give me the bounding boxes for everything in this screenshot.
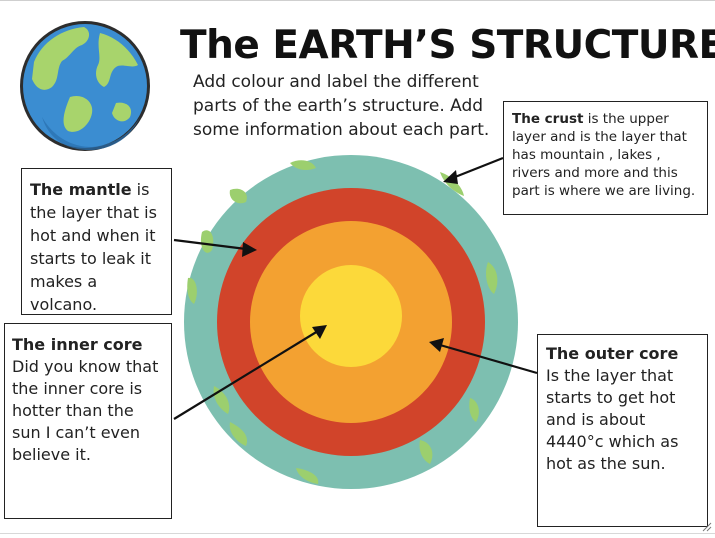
land-patch: [229, 422, 248, 446]
crust-layer: [184, 155, 518, 489]
land-patch: [187, 277, 197, 304]
mantle-layer: [217, 188, 485, 456]
crust-label-box: The crust is the upper layer and is the …: [503, 101, 708, 215]
mantle-label-box: The mantle is the layer that is hot and …: [21, 168, 172, 315]
inner-core-text: Did you know that the inner core is hott…: [12, 357, 159, 464]
top-border: [0, 0, 715, 1]
outer-core-layer: [250, 221, 452, 423]
crust-arrowhead: [443, 170, 458, 184]
outer-core-arrowhead: [429, 338, 444, 352]
instructions-text: Add colour and label the different parts…: [193, 72, 490, 140]
land-patch: [213, 386, 230, 414]
land-patch: [290, 160, 316, 171]
outer-core-label-box: The outer core Is the layer that starts …: [537, 334, 708, 527]
resize-grip-icon[interactable]: [702, 522, 712, 532]
crust-arrow: [449, 156, 504, 181]
bottom-border: [0, 533, 715, 534]
outer-core-heading: The outer core: [546, 344, 679, 363]
crust-text: is the upper layer and is the layer that…: [512, 111, 696, 199]
mantle-heading: The mantle: [30, 180, 132, 199]
earth-globe-icon: [20, 21, 150, 151]
inner-core-arrow: [173, 330, 319, 420]
land-patch: [200, 230, 214, 253]
mantle-arrowhead: [242, 242, 257, 257]
mantle-text: is the layer that is hot and when it sta…: [30, 180, 157, 314]
page-title: The EARTH’S STRUCTURE: [180, 23, 715, 68]
inner-core-label-box: The inner core Did you know that the inn…: [4, 323, 172, 519]
outer-core-arrow: [439, 343, 538, 375]
inner-core-layer: [300, 265, 402, 367]
land-patch: [229, 188, 247, 204]
land-patch: [296, 468, 319, 484]
inner-core-heading: The inner core: [12, 335, 143, 354]
crust-heading: The crust: [512, 111, 584, 127]
land-patch: [440, 172, 464, 196]
inner-core-arrowhead: [312, 325, 327, 339]
land-patch: [469, 398, 479, 422]
outer-core-text: Is the layer that starts to get hot and …: [546, 366, 679, 473]
land-patch: [419, 440, 433, 464]
land-patch: [486, 262, 498, 294]
mantle-arrow: [173, 238, 247, 251]
